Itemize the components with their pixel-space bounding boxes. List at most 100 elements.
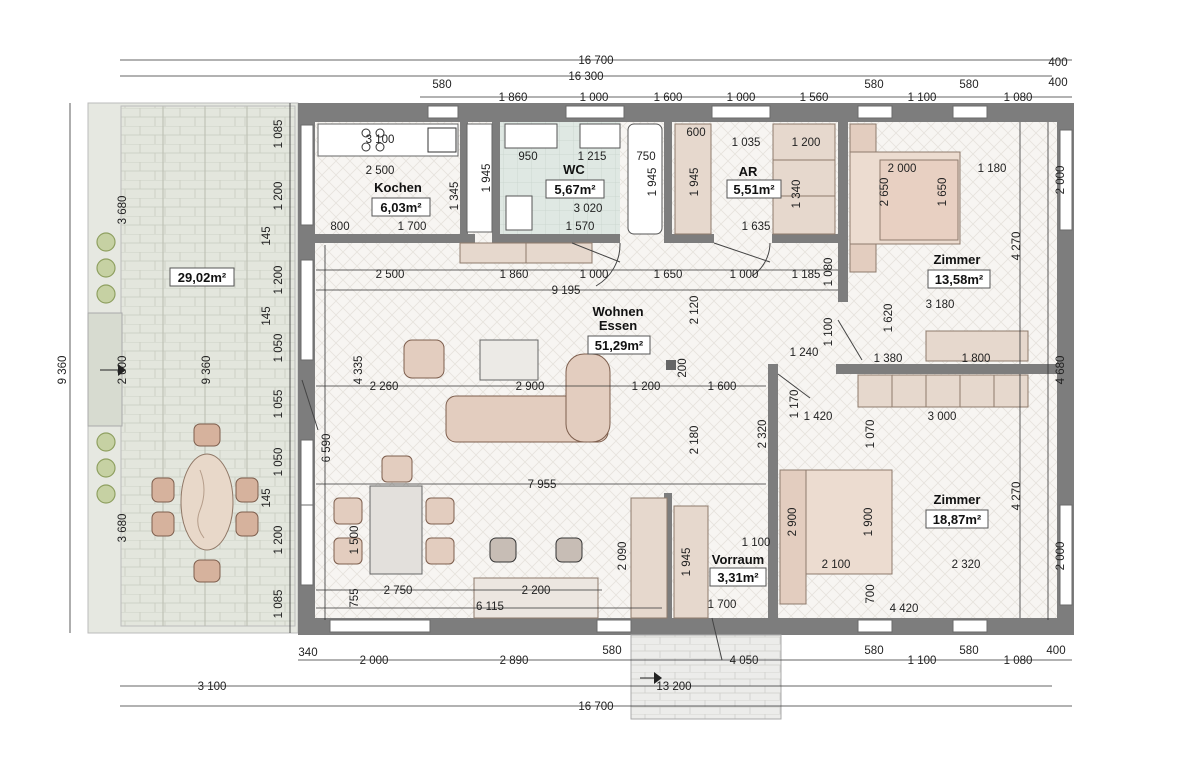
dim-vorraum-4: 1 900 — [863, 508, 875, 537]
dim-bottom-a: 3 100 — [198, 681, 227, 693]
dim-bottom-row-1: 2 000 — [360, 655, 389, 667]
dimension-lines — [69, 59, 1072, 707]
dim-window-row-6: 580 — [864, 79, 883, 91]
dim-window-row-7: 1 100 — [908, 92, 937, 104]
storage-shelves — [674, 123, 836, 235]
dim-left-wall-9: 1 200 — [273, 526, 285, 555]
dim-terrace-left-2: 3 680 — [117, 514, 129, 543]
dim-living-misc-5: 1 200 — [632, 381, 661, 393]
dim-right-wall-3: 4 270 — [1011, 232, 1023, 261]
dim-left-wall-1: 1 200 — [273, 182, 285, 211]
dim-vorraum-2: 1 700 — [708, 599, 737, 611]
dim-kitchen-3: 1 945 — [481, 164, 493, 193]
dim-dining-3: 2 200 — [522, 585, 551, 597]
room-area-ar: 5,51m² — [733, 182, 775, 197]
bed-room1 — [849, 123, 1029, 362]
bar-stools — [489, 537, 583, 563]
dim-wc-2: 750 — [636, 151, 655, 163]
room-name-zimmer1: Zimmer — [934, 252, 981, 267]
dim-window-row-2: 1 000 — [580, 92, 609, 104]
dim-living-misc-6: 1 600 — [708, 381, 737, 393]
dim-window-row-0: 580 — [432, 79, 451, 91]
dim-left-wall-4: 145 — [261, 306, 273, 325]
dim-right-wall-0: 2 000 — [1055, 166, 1067, 195]
dim-left-wall-6: 1 055 — [273, 390, 285, 419]
dim-bottom-row-9: 400 — [1046, 645, 1065, 657]
dim-living-row-3: 1 650 — [654, 269, 683, 281]
dim-zimmer1-2: 2 650 — [879, 178, 891, 207]
dim-bottom-row-8: 1 080 — [1004, 655, 1033, 667]
dim-right-wall-2: 2 000 — [1055, 542, 1067, 571]
dim-living-row-5: 1 185 — [792, 269, 821, 281]
dim-ar-3: 1 945 — [689, 168, 701, 197]
dim-vorraum-0: 1 945 — [681, 548, 693, 577]
dim-left-wall-3: 1 200 — [273, 266, 285, 295]
room-area-wohnen: 51,29m² — [595, 338, 644, 353]
terrace-area: 29,02m² — [178, 270, 227, 285]
dim-bottom-row-6: 1 100 — [908, 655, 937, 667]
dim-window-row-9: 1 080 — [1004, 92, 1033, 104]
dim-living-misc-8: 2 900 — [516, 381, 545, 393]
windows — [300, 105, 1073, 633]
dim-bottom-b: 13 200 — [656, 681, 691, 693]
dim-living-row-0: 2 500 — [376, 269, 405, 281]
dim-left-wall-10: 1 085 — [273, 590, 285, 619]
sink-icon — [427, 127, 457, 153]
dim-terrace-left-1: 2 000 — [117, 356, 129, 385]
dim-vorraum-6: 2 320 — [952, 559, 981, 571]
doors — [301, 242, 863, 661]
room-area-zimmer2: 18,87m² — [933, 512, 982, 527]
dim-zimmer1-7: 1 800 — [962, 353, 991, 365]
terrace-area-label-box — [169, 267, 235, 287]
room-name-wohnen: Wohnen — [592, 304, 643, 319]
room-name-essen: Essen — [599, 318, 637, 333]
dim-living-row-2: 1 000 — [580, 269, 609, 281]
dim-living-misc-7: 2 260 — [370, 381, 399, 393]
dim-living-misc-12: 1 420 — [804, 411, 833, 423]
bathroom-fixtures — [504, 123, 663, 235]
plant-icon — [96, 232, 116, 504]
dim-overall-top: 16 700 — [578, 55, 613, 67]
dim-vorraum-7: 700 — [865, 584, 877, 603]
dim-living-misc-13: 3 000 — [928, 411, 957, 423]
entrance-steps — [630, 634, 782, 720]
bathtub-icon — [627, 123, 663, 235]
dim-living-row-4: 1 000 — [730, 269, 759, 281]
dim-right-wall-1: 4 680 — [1055, 356, 1067, 385]
room-area-kochen: 6,03m² — [380, 200, 422, 215]
sideboard — [473, 577, 599, 619]
dim-zimmer1-6: 1 380 — [874, 353, 903, 365]
coffee-table — [479, 339, 539, 381]
dim-wc-1: 1 215 — [578, 151, 607, 163]
dim-living-misc-2: 1 240 — [790, 347, 819, 359]
dim-kitchen-5: 1 700 — [398, 221, 427, 233]
dim-left-wall-0: 1 085 — [273, 120, 285, 149]
dim-left-wall-8: 145 — [261, 488, 273, 507]
dim-inner-top: 16 300 — [568, 71, 603, 83]
dim-living-misc-0: 1 080 — [823, 258, 835, 287]
room-name-vorraum: Vorraum — [712, 552, 765, 567]
dim-living-total: 9 195 — [552, 285, 581, 297]
dim-living-misc-14: 1 070 — [865, 420, 877, 449]
dim-window-row-4: 1 000 — [727, 92, 756, 104]
dim-left-wall-2: 145 — [261, 226, 273, 245]
dim-living-misc-10: 6 590 — [321, 434, 333, 463]
dim-kitchen-4: 800 — [330, 221, 349, 233]
dim-terrace-inner: 9 360 — [201, 356, 213, 385]
living-furniture — [333, 339, 709, 619]
room-name-wc: WC — [563, 162, 585, 177]
dim-dining-2: 2 750 — [384, 585, 413, 597]
dim-ar-5: 1 635 — [742, 221, 771, 233]
dim-living-misc-9: 4 335 — [353, 356, 365, 385]
dim-wc-5: 1 570 — [566, 221, 595, 233]
terrace: 29,02m² — [87, 102, 299, 634]
dim-ar-4: 1 340 — [791, 180, 803, 209]
dim-dining-4: 6 115 — [476, 601, 504, 613]
dim-bottom-row-5: 580 — [864, 645, 883, 657]
dim-zimmer1-3: 1 650 — [937, 178, 949, 207]
dim-bottom-row-4: 4 050 — [730, 655, 759, 667]
dim-bottom-total: 16 700 — [578, 701, 613, 713]
dim-vorraum-8: 4 420 — [890, 603, 919, 615]
dim-living-misc-11: 1 170 — [789, 390, 801, 419]
